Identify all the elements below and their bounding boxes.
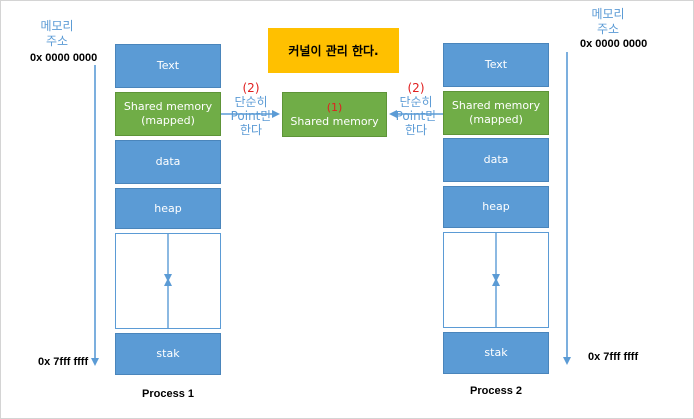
process1-text-segment: Text <box>115 44 221 88</box>
kernel-shared-memory: (1) Shared memory <box>282 92 387 137</box>
right-axis-title: 메모리 주소 <box>591 7 625 37</box>
pointer-note-left-line3: 한다 <box>239 123 263 137</box>
pointer-note-right-number: (2) <box>407 81 425 95</box>
right-start-address: 0x 0000 0000 <box>580 38 648 50</box>
kernel-shared-memory-label: Shared memory <box>290 114 379 128</box>
pointer-note-right-line1: 단순히 <box>399 95 433 109</box>
left-end-address: 0x 7fff ffff <box>38 356 89 368</box>
pointer-note-right-line2: Point만 <box>395 109 437 123</box>
pointer-note-right: (2) 단순히 Point만 한다 <box>393 81 439 137</box>
left-axis-title: 메모리 주소 <box>40 19 74 49</box>
left-axis-title-line2: 주소 <box>45 34 69 48</box>
process1-data-segment: data <box>115 140 221 184</box>
pointer-note-left: (2) 단순히 Point만 한다 <box>228 81 274 137</box>
left-axis-title-line1: 메모리 <box>40 19 74 33</box>
process2-stack-segment: stak <box>443 332 549 374</box>
process2-label: Process 2 <box>470 385 522 397</box>
process2-data-segment: data <box>443 138 549 182</box>
right-end-address: 0x 7fff ffff <box>588 351 639 363</box>
pointer-note-left-line1: 단순히 <box>234 95 268 109</box>
pointer-note-right-line3: 한다 <box>404 123 428 137</box>
kernel-shared-memory-number: (1) <box>326 100 343 114</box>
process2-text-segment: Text <box>443 43 549 87</box>
right-axis-title-line1: 메모리 <box>591 7 625 21</box>
pointer-note-left-number: (2) <box>242 81 260 95</box>
pointer-note-left-line2: Point만 <box>230 109 272 123</box>
process1-heap-segment: heap <box>115 188 221 229</box>
process2-shared-segment: Shared memory (mapped) <box>443 91 549 135</box>
process1-shared-segment: Shared memory (mapped) <box>115 92 221 136</box>
process1-label: Process 1 <box>142 388 194 400</box>
process2-heap-segment: heap <box>443 186 549 228</box>
process1-stack-segment: stak <box>115 333 221 375</box>
kernel-note: 커널이 관리 한다. <box>268 28 399 73</box>
right-axis-title-line2: 주소 <box>596 22 620 36</box>
left-start-address: 0x 0000 0000 <box>30 52 98 64</box>
